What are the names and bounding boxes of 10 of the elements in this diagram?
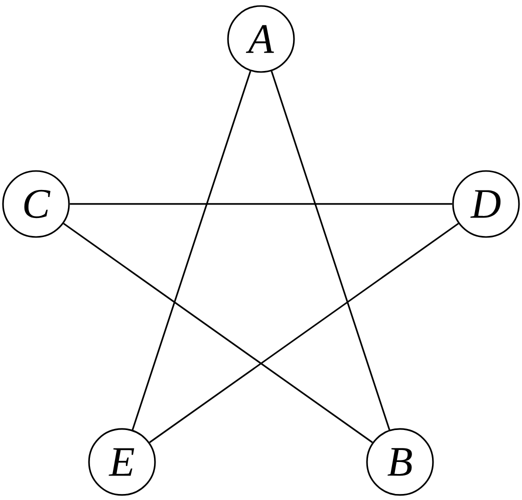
line [270, 70, 390, 430]
circle-node: A [227, 5, 295, 73]
circle-node: B [366, 428, 434, 496]
circle-node: C [2, 170, 70, 238]
circle-node: E [88, 428, 156, 496]
line [132, 70, 252, 430]
line [149, 222, 459, 444]
line [70, 203, 452, 205]
circle-node: D [452, 170, 520, 238]
line [63, 222, 373, 444]
